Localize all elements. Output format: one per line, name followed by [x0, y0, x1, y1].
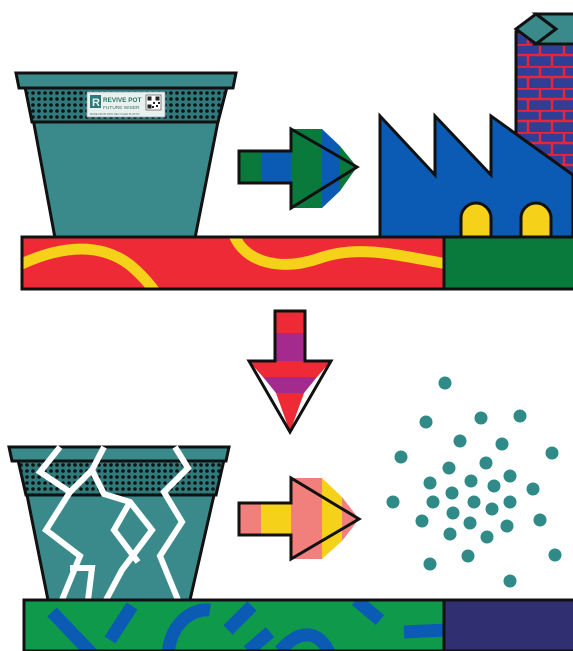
factory-door [459, 201, 493, 240]
factory-door [519, 201, 553, 240]
qr-code-icon [145, 94, 162, 111]
recycle-logo-icon: R [90, 95, 101, 109]
plastic-pellets-icon [386, 376, 562, 588]
pot-label-tagline: FUTURE WISER [103, 105, 140, 111]
factory-icon [378, 12, 573, 240]
arrow-right-icon [237, 475, 362, 562]
pot-label: R REVIVE POT FUTURE WISER MADE FROM 100%… [86, 91, 166, 118]
conveyor-belt-bottom [22, 598, 573, 651]
arrow-down-icon [246, 309, 334, 435]
conveyor-belt-top [20, 235, 573, 291]
svg-text:R: R [92, 97, 100, 109]
plant-pot-new: R REVIVE POT FUTURE WISER MADE FROM 100%… [14, 71, 238, 240]
arrow-right-icon [237, 126, 360, 211]
broken-pot-icon [7, 445, 231, 602]
pot-label-brand: REVIVE POT [103, 97, 141, 104]
crack-lines [35, 445, 192, 602]
pot-label-fineprint: MADE FROM 100% RECYCLED PLASTIC [90, 112, 140, 116]
